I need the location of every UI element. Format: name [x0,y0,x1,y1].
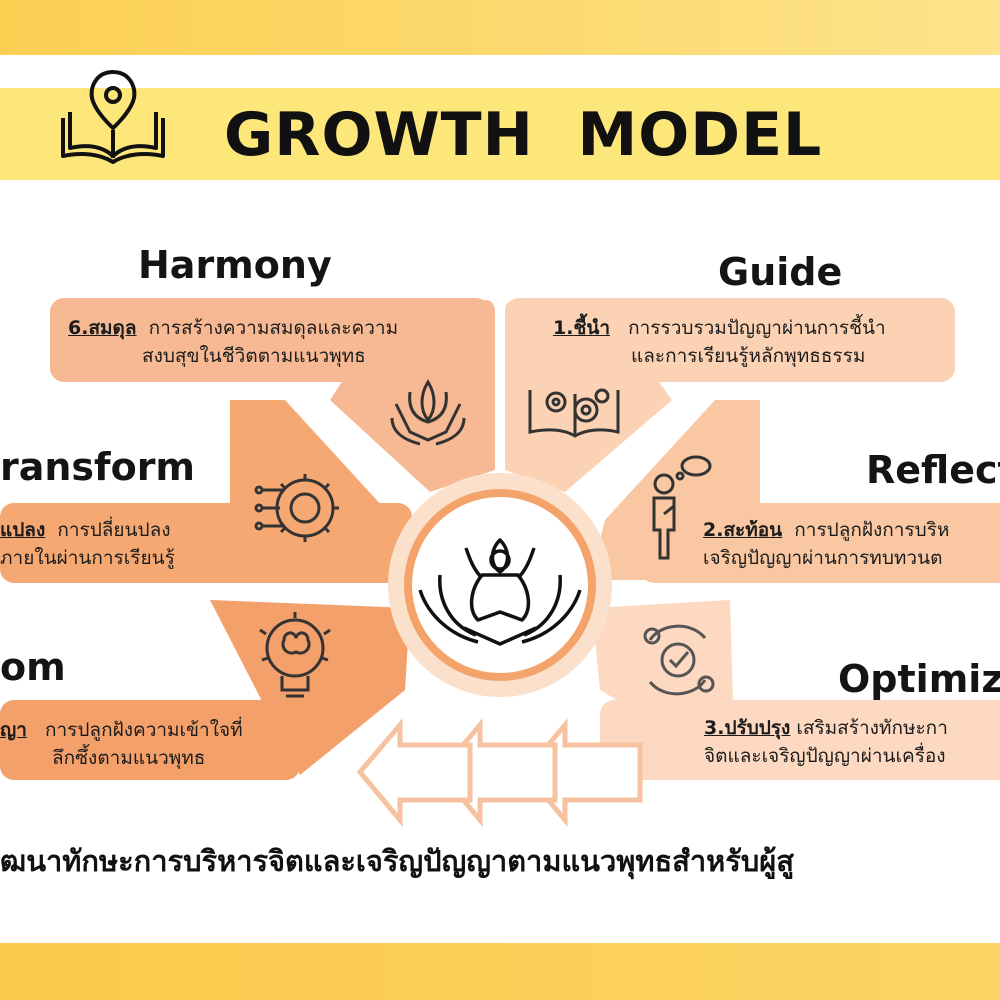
box-guide [505,298,955,382]
segment-line2-wisdom: ลึกซึ้งตามแนวพุทธ [52,747,206,769]
box-transform [0,503,412,583]
lotus-hands-icon [390,379,466,446]
segment-label-wisdom: om [0,645,66,689]
segment-label-reflect: Reflect [866,448,1000,492]
box-reflect [640,503,1000,583]
segment-number-reflect: 2.สะท้อน [703,519,783,541]
segment-text-wisdom: ญา การปลูกฝังความเข้าใจที่ ลึกซึ้งตามแนว… [0,716,290,772]
top-band [0,0,1000,55]
segment-number-transform: แปลง [0,519,46,541]
center-circle [404,489,596,681]
segment-label-guide: Guide [718,250,843,294]
bottom-band [0,943,1000,1000]
segment-text-optimize: 3.ปรับปรุง เสริมสร้างทักษะกา จิตและเจริญ… [704,714,1000,770]
bottom-caption: ฒนาทักษะการบริหารจิตและเจริญปัญญาตามแนวพ… [0,844,794,878]
segment-number-optimize: 3.ปรับปรุง [704,717,791,739]
segment-line2-transform: ภายในผ่านการเรียนรู้ [0,547,175,569]
segment-number-guide: 1.ชี้นำ [553,317,610,339]
segment-line1-transform: การปลี่ยนปลง [57,519,171,541]
segment-line2-reflect: เจริญปัญญาผ่านการทบทวนต [703,547,943,569]
brain-bulb-icon [259,612,331,698]
segment-line1-wisdom: การปลูกฝังความเข้าใจที่ [44,719,243,741]
segment-label-harmony: Harmony [138,243,332,287]
book-gears-icon [528,388,620,438]
segment-text-transform: แปลง การปลี่ยนปลง ภายในผ่านการเรียนรู้ [0,516,240,572]
segment-number-harmony: 6.สมดุล [68,317,137,339]
segment-number-wisdom: ญา [0,719,27,741]
box-wisdom [0,700,300,780]
book-pin-icon [61,70,165,164]
gear-check-cycle-icon [643,624,715,696]
segment-wisdom-shape [210,600,410,775]
segment-line2-optimize: จิตและเจริญปัญญาผ่านเครื่อง [704,745,946,767]
segment-line1-guide: การรวบรวมปัญญาผ่านการชี้นำ [628,317,886,339]
segment-line2-harmony: สงบสุขในชีวิตตามแนวพุทธ [142,345,366,367]
segment-line1-optimize: เสริมสร้างทักษะกา [796,717,948,739]
page-title: GROWTH MODEL [224,100,823,170]
segment-line1-reflect: การปลูกฝังการบริห [794,519,950,541]
segment-label-optimize: Optimize [838,657,1000,701]
gear-circuit-icon [254,474,339,542]
segment-label-transform: ransform [0,445,196,489]
segment-text-harmony: 6.สมดุล การสร้างความสมดุลและความ สงบสุขใ… [68,314,488,370]
box-optimize [600,700,1000,780]
box-harmony [50,298,490,382]
segment-text-guide: 1.ชี้นำ การรวบรวมปัญญาผ่านการชี้นำ และกา… [553,314,973,370]
segment-line2-guide: และการเรียนรู้หลักพุทธธรรม [631,345,866,367]
arrow-chevrons [356,718,643,827]
meditation-lotus-icon [418,538,582,646]
segment-line1-harmony: การสร้างความสมดุลและความ [148,317,399,339]
thinking-person-icon [652,455,712,560]
segment-text-reflect: 2.สะท้อน การปลูกฝังการบริห เจริญปัญญาผ่า… [703,516,1000,572]
title-band [0,88,1000,180]
